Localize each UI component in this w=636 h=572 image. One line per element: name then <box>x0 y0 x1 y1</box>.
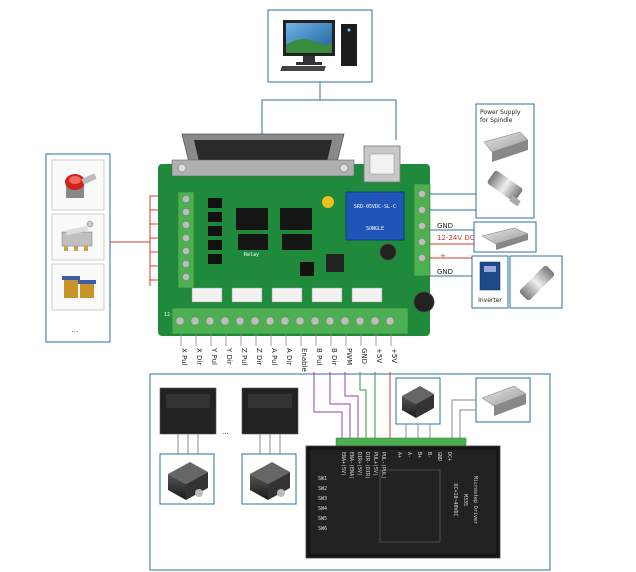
driver-switch-label: SW3 <box>318 496 327 502</box>
driver-motor-label: GND <box>436 452 442 461</box>
driver-motor-label: B+ <box>416 452 422 458</box>
driver-switch-label: SW5 <box>318 516 327 522</box>
pin-label: GND <box>360 348 368 364</box>
pin-label: Enable <box>300 348 308 372</box>
driver-title: Microstep Driver <box>472 476 478 524</box>
driver-input-label: PUL-(PUL) <box>380 452 386 479</box>
driver-motor-label: A+ <box>396 452 402 458</box>
pin-label: X Pul <box>180 348 188 366</box>
stepper-motor-3 <box>395 377 441 425</box>
gnd-label-top: GND <box>437 222 453 230</box>
emergency-stop-icon <box>65 173 97 198</box>
driver-input-label: PUL+(5V) <box>372 452 378 476</box>
driver-voltage: DC+18~40VDC <box>452 483 458 516</box>
pin-label: Y Dir <box>225 347 233 365</box>
breakout-board: SRD-05VDC-SL-C SONGLE Relay 12-24V <box>158 133 435 336</box>
pin-label: B Pul <box>315 348 323 366</box>
power-supply-icon <box>483 131 529 162</box>
spindle-motor-icon <box>487 170 523 207</box>
optocoupler-chip <box>236 208 268 230</box>
driver-input-label: DIR+(5V) <box>356 452 362 476</box>
relay-label: Relay <box>244 252 259 258</box>
microstep-driver: ENA+(5V)ENA-(ENA)DIR+(5V)DIR-(DIR)PUL+(5… <box>305 437 501 559</box>
driver-motor-label: A- <box>406 452 412 458</box>
spindle-terminal-block <box>413 183 431 277</box>
power-supply-label-line1: Power Supply <box>480 109 521 116</box>
plus-label: + <box>440 252 446 260</box>
micro-switch-icon <box>61 220 94 251</box>
buffer-chip <box>238 234 268 250</box>
pin-labels: X Pul X Dir Y Pul Y Dir Z Pul Z Dir A Pul A Dir… <box>180 334 398 372</box>
driver-switch-label: SW6 <box>318 526 327 532</box>
relay: SRD-05VDC-SL-C SONGLE <box>345 191 405 241</box>
pin-label: A Dir <box>285 348 293 365</box>
stepper-driver-module-1 <box>159 387 217 435</box>
gnd-label-bottom: GND <box>437 268 453 276</box>
inverter-label: Inverter <box>478 297 502 304</box>
driver-motor-label: B- <box>426 452 432 458</box>
pin-label: Z Dir <box>255 348 263 365</box>
more-sensors-dots: ... <box>72 326 79 334</box>
stepper-motor-1 <box>159 453 215 505</box>
capacitor <box>379 243 397 261</box>
driver-power-supply <box>475 377 531 423</box>
capacitor <box>413 291 435 313</box>
spindle-icon <box>519 265 555 301</box>
relay-model-text: SRD-05VDC-SL-C <box>354 204 396 210</box>
driver-motor-label: DC+ <box>446 452 452 461</box>
driver-frame <box>149 373 551 571</box>
driver-model: M335 <box>462 494 468 506</box>
driver-switch-label: SW2 <box>318 486 327 492</box>
relay-brand-text: SONGLE <box>366 226 384 232</box>
pin-label: +5V <box>375 348 383 363</box>
buffer-chip <box>282 234 312 250</box>
pin-label: +5V <box>390 348 398 363</box>
pin-label: PWM <box>345 348 353 365</box>
pin-label: Y Pul <box>210 347 218 365</box>
proximity-sensor-icon <box>62 276 96 298</box>
pin-label: X Dir <box>195 348 203 365</box>
driver-switch-label: SW4 <box>318 506 327 512</box>
dc-voltage-label: 12-24V DC <box>437 234 475 242</box>
pin-label: Z Pul <box>240 348 248 366</box>
spindle-power-panel: Power Supply for Spindle <box>475 103 535 219</box>
limit-switch-panel: ... <box>45 153 111 343</box>
stepper-motor-2 <box>241 453 297 505</box>
driver-input-label: DIR-(DIR) <box>364 452 370 479</box>
pin-headers <box>191 287 383 303</box>
pin-label: B Dir <box>330 348 338 365</box>
inverter-panel: Inverter <box>471 255 563 309</box>
db25-connector <box>171 133 355 177</box>
pin-label: A Pul <box>270 348 278 366</box>
stepper-driver-module-2 <box>241 387 299 435</box>
driver-input-label: ENA+(5V) <box>340 452 346 476</box>
driver-switch-label: SW1 <box>318 476 327 482</box>
driver-input-label: ENA-(ENA) <box>348 452 354 479</box>
computer-image <box>267 9 373 83</box>
optocoupler-chip <box>280 208 312 230</box>
dc-supply-panel <box>473 221 537 253</box>
power-supply-label-line2: for Spindle <box>480 117 513 124</box>
more-drivers-dots: ... <box>222 428 229 436</box>
driver-setting-table <box>379 469 441 543</box>
